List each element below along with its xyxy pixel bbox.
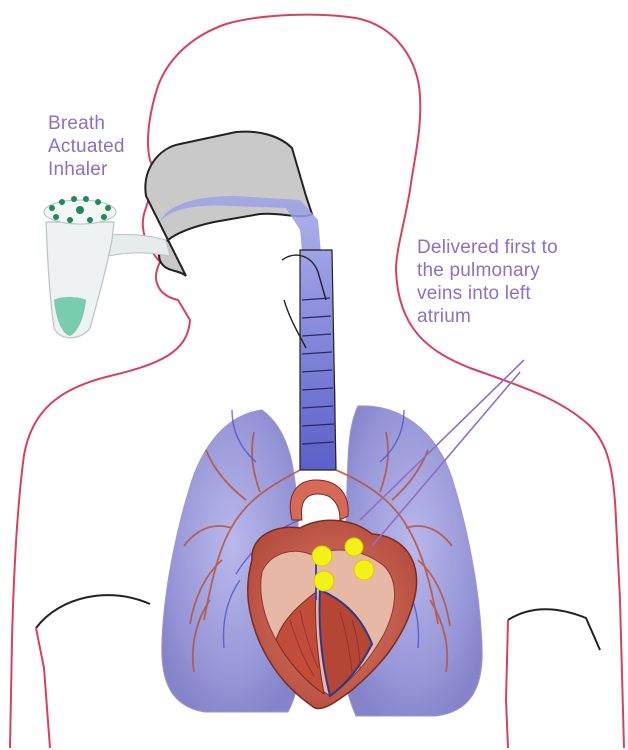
delivery-label-line: atrium [417,305,622,328]
inhaler-tube [104,234,170,256]
particle [312,546,332,566]
aortic-arch [290,480,348,520]
right-arm-line [508,609,600,650]
delivery-label-line: veins into left [417,282,622,305]
delivery-label-line: the pulmonary [417,259,622,282]
delivery-label-line: Delivered first to [417,236,622,259]
trachea [300,250,336,470]
delivery-label: Delivered first to the pulmonary veins i… [417,236,622,328]
inhaler-label-line: Actuated [48,135,188,158]
left-arm-edge [36,628,50,748]
breath-actuated-inhaler-icon [44,196,170,338]
inhaler-label-line: Inhaler [48,158,188,181]
inhaler-label-line: Breath [48,112,188,135]
particle [354,560,374,580]
inhaler-label: Breath Actuated Inhaler [48,112,188,181]
right-arm-edge [506,620,508,748]
particle [314,571,334,591]
particle [345,538,363,556]
left-arm-line [36,595,150,628]
